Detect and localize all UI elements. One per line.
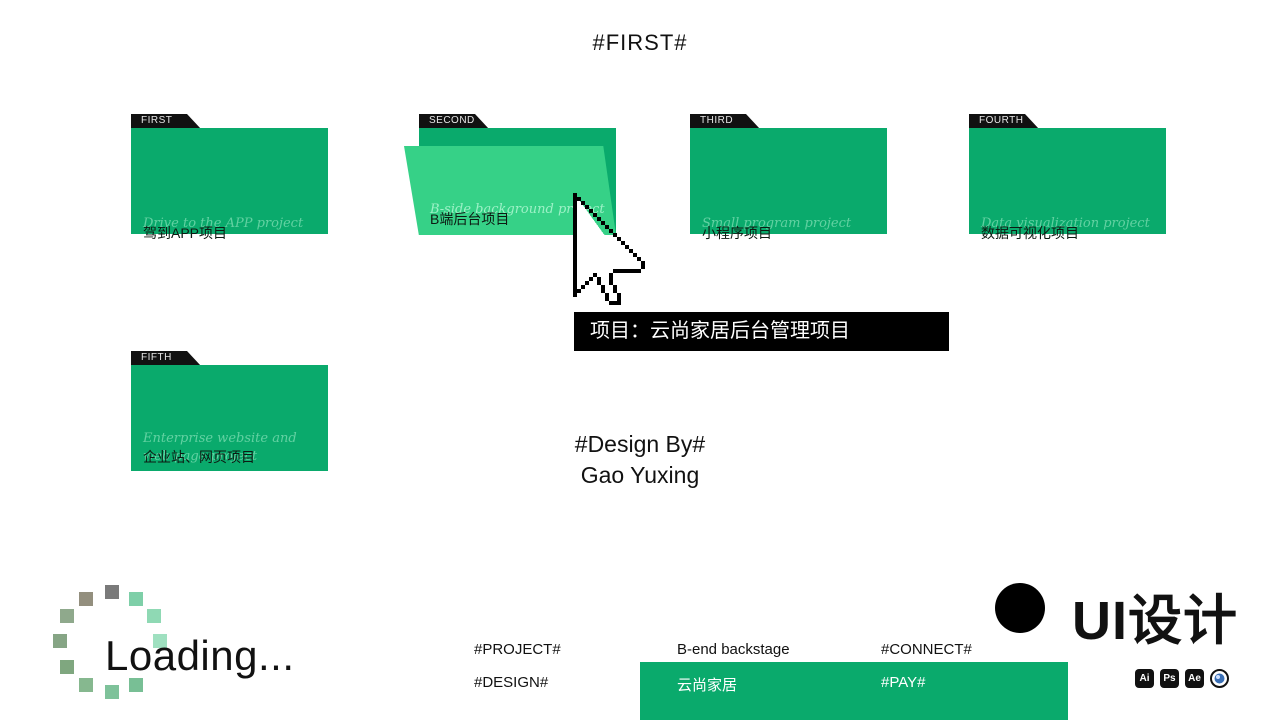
tag-b-end: B-end backstage bbox=[677, 641, 790, 658]
loading-text: Loading... bbox=[105, 632, 295, 679]
tag-design: #DESIGN# bbox=[474, 674, 549, 691]
folder-chinese-title: 企业站、网页项目 bbox=[143, 449, 255, 465]
folder-body: Enterprise website and web page project … bbox=[131, 365, 328, 471]
project-tooltip: 项目：云尚家居后台管理项目 bbox=[574, 312, 949, 351]
folder-tab: FOURTH bbox=[969, 114, 1039, 129]
green-block bbox=[640, 662, 1068, 720]
folder-english-title: Enterprise website and bbox=[143, 431, 297, 446]
tag-yunshang: 云尚家居 bbox=[677, 677, 738, 694]
tag-pay: #PAY# bbox=[881, 674, 926, 691]
tool-icons: Ai Ps Ae bbox=[1135, 669, 1229, 688]
page-title: #FIRST# bbox=[592, 30, 688, 55]
folder-chinese-title: 驾到APP项目 bbox=[143, 225, 228, 241]
folder-english-title: Drive to the APP project bbox=[143, 216, 304, 231]
folder-english-title: Small program project bbox=[702, 216, 852, 231]
folder-tab-label: FIRST bbox=[141, 115, 173, 126]
folder-tab-label: FOURTH bbox=[979, 115, 1024, 126]
folder-fifth[interactable]: FIFTH Enterprise website and web page pr… bbox=[131, 351, 329, 471]
folder-tab: FIFTH bbox=[131, 351, 201, 366]
credits-line-2: Gao Yuxing bbox=[580, 462, 700, 488]
folder-tab: THIRD bbox=[690, 114, 760, 129]
credits: #Design By# Gao Yuxing bbox=[540, 430, 740, 492]
brand-dot-icon bbox=[995, 583, 1045, 633]
tag-project: #PROJECT# bbox=[474, 641, 561, 658]
folder-chinese-title: 数据可视化项目 bbox=[981, 225, 1079, 241]
after-effects-icon: Ae bbox=[1185, 669, 1204, 688]
folder-english-title: B-side background project bbox=[430, 202, 605, 217]
folder-flap-content: B-side background project B端后台项目 bbox=[404, 146, 616, 235]
folder-tab-label: THIRD bbox=[700, 115, 734, 126]
photoshop-icon: Ps bbox=[1160, 669, 1179, 688]
folder-body: Small program project 小程序项目 bbox=[690, 128, 887, 241]
folder-tab-label: SECOND bbox=[429, 115, 475, 126]
pixel-cursor-icon bbox=[573, 193, 645, 305]
folder-third[interactable]: THIRD Small program project 小程序项目 bbox=[690, 114, 888, 241]
folder-chinese-title: 小程序项目 bbox=[702, 225, 772, 241]
folder-english-title: Data visualization project bbox=[981, 216, 1150, 231]
folder-english-title-line2: web page project bbox=[143, 449, 258, 464]
illustrator-icon: Ai bbox=[1135, 669, 1154, 688]
credits-line-1: #Design By# bbox=[574, 431, 706, 457]
folder-open-flap[interactable]: B-side background project B端后台项目 bbox=[404, 146, 616, 235]
folder-tab: SECOND bbox=[419, 114, 489, 129]
cinema4d-icon bbox=[1210, 669, 1229, 688]
folder-chinese-title: B端后台项目 bbox=[430, 211, 510, 227]
folder-body: Drive to the APP project 驾到APP项目 bbox=[131, 128, 328, 241]
loading-spinner-icon bbox=[50, 582, 180, 702]
folder-first[interactable]: FIRST Drive to the APP project 驾到APP项目 bbox=[131, 114, 329, 241]
folder-tab: FIRST bbox=[131, 114, 201, 129]
folder-fourth[interactable]: FOURTH Data visualization project 数据可视化项… bbox=[969, 114, 1167, 241]
tag-connect: #CONNECT# bbox=[881, 641, 972, 658]
folder-tab-label: FIFTH bbox=[141, 352, 172, 363]
brand-title: UI设计 bbox=[1072, 591, 1238, 651]
folder-body: Data visualization project 数据可视化项目 bbox=[969, 128, 1166, 241]
